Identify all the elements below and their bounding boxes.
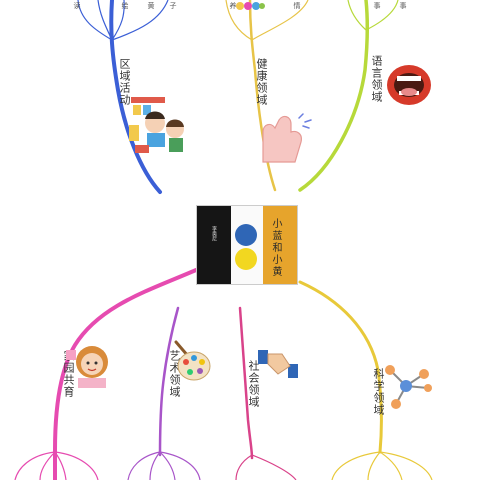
kids-playing-blocks-icon bbox=[129, 97, 184, 153]
branch-label-language: 语言领域 bbox=[370, 55, 383, 103]
leaf-text-regional-3: 黄 bbox=[147, 2, 155, 9]
healthy-food-icon bbox=[236, 2, 265, 10]
branch-line-family bbox=[53, 268, 198, 480]
branch-line-social bbox=[238, 306, 254, 460]
leaf-text-health-2: 情 bbox=[293, 2, 301, 9]
mouth-icon bbox=[387, 65, 431, 105]
branch-label-science: 科学领域 bbox=[372, 368, 385, 416]
book-cover-dark-panel bbox=[197, 206, 231, 284]
handshake-icon bbox=[258, 350, 298, 378]
leaf-line-science-2 bbox=[367, 451, 381, 480]
book-title: 小蓝和小黄 bbox=[270, 218, 281, 278]
leaf-text-language-2: 事 bbox=[399, 2, 407, 9]
branch-label-art: 艺术领域 bbox=[168, 350, 181, 398]
leaf-line-family-1 bbox=[14, 451, 56, 480]
art-palette-icon bbox=[174, 340, 211, 381]
leaf-text-language-1: 事 bbox=[373, 2, 381, 9]
branch-label-health: 健康领域 bbox=[255, 58, 268, 106]
leaf-line-health-1 bbox=[225, 0, 253, 41]
branch-line-regional bbox=[109, 0, 162, 194]
leaf-line-art-3 bbox=[159, 451, 176, 480]
leaf-text-health-1: 养 bbox=[229, 2, 237, 9]
leaf-line-art-4 bbox=[159, 451, 201, 480]
leaf-text-regional-2: 绘 bbox=[121, 2, 129, 9]
branch-line-art bbox=[158, 306, 180, 457]
branch-line-language bbox=[298, 0, 370, 192]
leaf-line-language-2 bbox=[365, 0, 399, 31]
molecule-icon bbox=[385, 365, 432, 409]
branch-label-social: 社会领域 bbox=[247, 360, 260, 408]
leaf-line-regional-4 bbox=[111, 0, 169, 41]
leaf-line-health-2 bbox=[251, 0, 309, 41]
branch-line-science bbox=[298, 280, 383, 454]
book-author: 李奥尼 bbox=[211, 226, 217, 241]
leaf-line-social-1 bbox=[235, 454, 253, 480]
leaf-text-regional-4: 子 bbox=[169, 2, 177, 9]
branch-label-regional: 区域活动 bbox=[118, 58, 131, 106]
hand-gesture-icon bbox=[262, 113, 312, 163]
leaf-line-science-4 bbox=[379, 451, 433, 480]
leaf-line-art-1 bbox=[127, 451, 161, 480]
leaf-line-regional-2 bbox=[97, 0, 113, 41]
leaf-text-regional-1: 读 bbox=[73, 2, 81, 9]
branch-label-family: 家园共育 bbox=[62, 350, 75, 398]
leaf-line-art-2 bbox=[149, 451, 161, 480]
leaf-line-science-1 bbox=[331, 451, 381, 480]
leaf-line-science-3 bbox=[379, 451, 403, 480]
center-book-cover: 小蓝和小黄 李奥尼 bbox=[196, 205, 298, 285]
book-cover-orange-panel bbox=[263, 206, 297, 284]
leaf-line-regional-1 bbox=[77, 0, 113, 41]
leaf-line-family-2 bbox=[39, 451, 56, 480]
leaf-line-regional-3 bbox=[111, 0, 125, 41]
leaf-line-family-4 bbox=[54, 451, 99, 480]
leaf-line-social-2 bbox=[251, 454, 297, 480]
yellow-blob bbox=[235, 248, 257, 270]
family-girl-icon bbox=[66, 346, 108, 388]
blue-blob bbox=[235, 224, 257, 246]
leaf-line-language-1 bbox=[347, 0, 367, 31]
leaf-line-family-3 bbox=[54, 451, 67, 480]
